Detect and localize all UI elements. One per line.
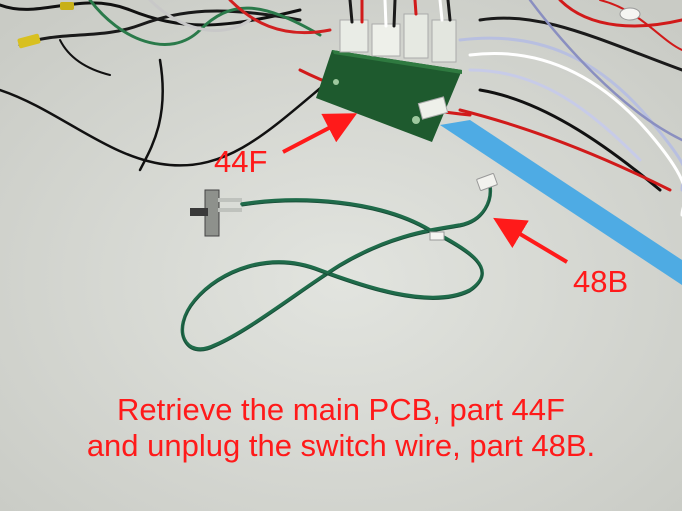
harness-wires-right xyxy=(298,0,682,217)
arrow-48b xyxy=(493,217,569,264)
arrow-44f xyxy=(282,113,358,154)
yellow-connector xyxy=(17,33,41,49)
wire-tag xyxy=(429,231,445,241)
part-label-48b: 48B xyxy=(573,264,629,299)
main-pcb xyxy=(316,13,462,142)
part-label-44f: 44F xyxy=(214,144,268,179)
led-component xyxy=(619,7,641,21)
caption-line-1: Retrieve the main PCB, part 44F xyxy=(117,392,565,427)
blue-tape xyxy=(440,120,682,285)
caption-line-2: and unplug the switch wire, part 48B. xyxy=(86,428,596,463)
instruction-caption: Retrieve the main PCB, part 44F and unpl… xyxy=(0,392,682,464)
small-connector xyxy=(60,2,74,10)
pcb-wires xyxy=(348,0,452,28)
slide-switch xyxy=(190,189,242,237)
wire-plug xyxy=(476,173,498,191)
background-wires xyxy=(0,0,332,172)
